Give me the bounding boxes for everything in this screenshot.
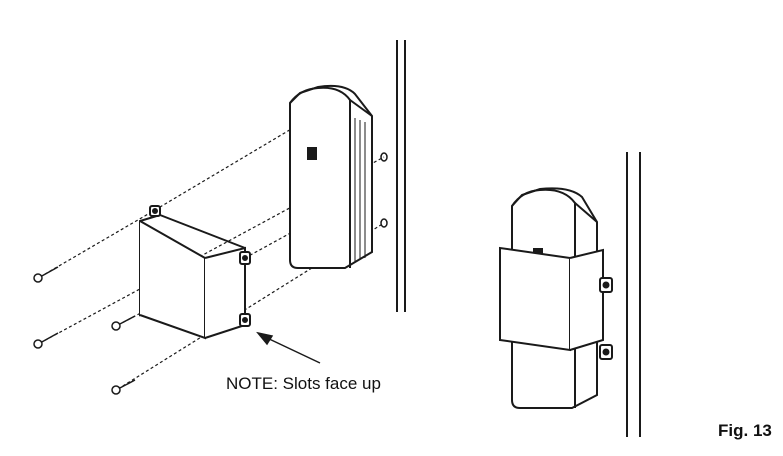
screw-middle-left	[33, 332, 59, 349]
assembled-bracket	[499, 246, 613, 360]
door-frame-left	[396, 40, 406, 312]
sensor-transmitter	[289, 84, 373, 269]
figure-label: Fig. 13	[718, 421, 772, 440]
screw-lower	[111, 379, 136, 395]
mounting-bracket	[139, 205, 251, 340]
note-arrow	[256, 331, 321, 364]
note-slots-face-up: NOTE: Slots face up	[226, 374, 381, 393]
screw-middle-right	[111, 315, 136, 331]
screw-upper-left	[33, 266, 59, 283]
door-frame-right	[626, 152, 641, 437]
